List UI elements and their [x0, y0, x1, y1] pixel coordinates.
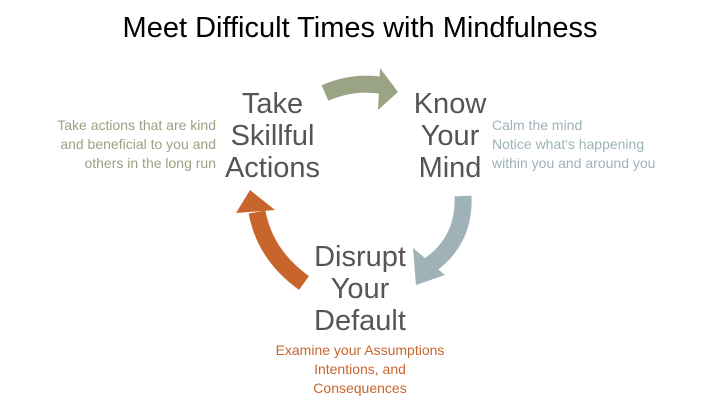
node-take-skillful-actions: Take Skillful Actions: [215, 88, 330, 184]
desc-line: Examine your Assumptions: [275, 342, 445, 358]
desc-line: others in the long run: [84, 155, 216, 171]
arrow-disrupt-to-take: [236, 190, 310, 290]
know-description: Calm the mind Notice what's happening wi…: [492, 116, 712, 173]
node-line: Disrupt: [314, 241, 406, 273]
node-line: Actions: [224, 152, 321, 184]
take-description: Take actions that are kind and beneficia…: [10, 116, 216, 173]
node-line: Skillful: [230, 120, 315, 152]
desc-line: Notice what's happening: [492, 136, 645, 152]
desc-line: Calm the mind: [492, 117, 583, 133]
node-line: Mind: [418, 152, 482, 184]
node-line: Your: [420, 120, 480, 152]
desc-line: within you and around you: [492, 155, 656, 171]
node-disrupt-your-default: Disrupt Your Default: [300, 241, 420, 337]
node-line: Know: [413, 88, 487, 120]
arrow-take-to-know: [321, 68, 398, 110]
arrow-know-to-disrupt: [413, 195, 472, 285]
desc-line: Consequences: [313, 380, 407, 396]
node-line: Default: [314, 305, 406, 337]
node-line: Your: [330, 273, 390, 305]
slide-title: Meet Difficult Times with Mindfulness: [122, 12, 598, 44]
desc-line: Take actions that are kind: [57, 117, 216, 133]
desc-line: Intentions, and: [314, 361, 406, 377]
node-line: Take: [241, 88, 304, 120]
disrupt-description: Examine your Assumptions Intentions, and…: [250, 341, 470, 398]
desc-line: and beneficial to you and: [60, 136, 216, 152]
node-know-your-mind: Know Your Mind: [405, 88, 495, 184]
